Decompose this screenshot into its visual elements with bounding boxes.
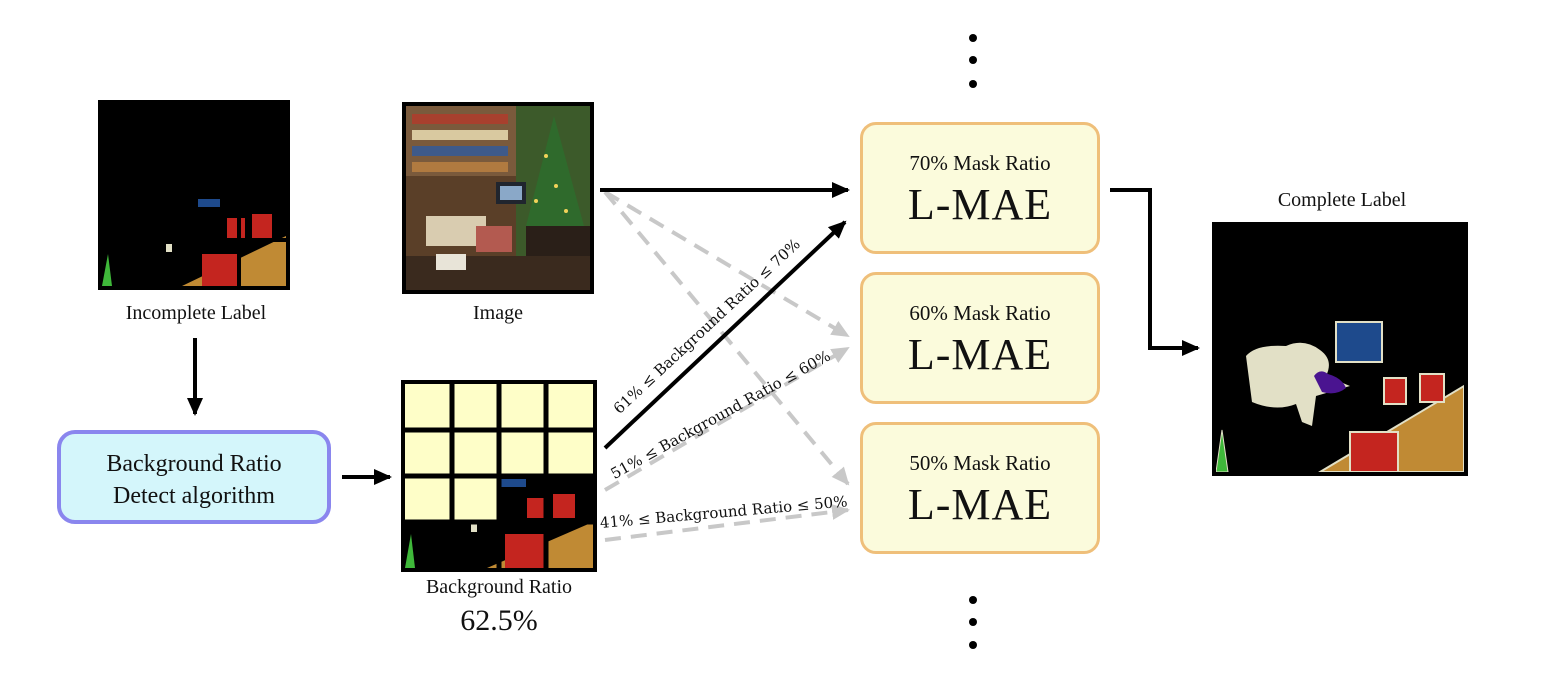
mask-tile <box>546 384 593 430</box>
mae-box-60: 60% Mask Ratio L-MAE <box>860 272 1100 404</box>
dashed-arrow-image-to-60 <box>603 190 850 338</box>
mae-ratio-label: 50% Mask Ratio <box>909 451 1051 475</box>
dashed-arrow-grid-to-60 <box>603 346 850 492</box>
mae-model-name: L-MAE <box>907 180 1053 229</box>
ellipsis-dot-top-1 <box>969 34 977 42</box>
dashed-arrow-grid-to-50 <box>604 504 850 542</box>
input-image <box>402 102 594 294</box>
ellipsis-dot-bottom-2 <box>969 618 977 626</box>
complete-label-map <box>1212 222 1468 476</box>
mask-tile <box>452 384 499 430</box>
arrow-70-to-complete <box>1110 188 1200 356</box>
room-photo-graphic <box>406 106 590 290</box>
mae-box-50: 50% Mask Ratio L-MAE <box>860 422 1100 554</box>
complete-label-caption: Complete Label <box>1277 189 1407 211</box>
background-ratio-caption: Background Ratio <box>425 576 573 598</box>
arrow-grid-to-70 <box>603 220 847 450</box>
dashed-arrows <box>603 190 850 542</box>
masked-label-graphic <box>405 384 593 568</box>
masked-label-grid <box>401 380 597 572</box>
dashed-arrow-image-to-50 <box>603 190 850 486</box>
mask-tile <box>405 384 452 430</box>
ellipsis-dot-top-3 <box>969 80 977 88</box>
background-ratio-value: 62.5% <box>460 604 538 637</box>
ellipsis-dot-top-2 <box>969 56 977 64</box>
incomplete-label-map <box>98 100 290 290</box>
mae-ratio-label: 70% Mask Ratio <box>909 151 1051 175</box>
mask-tile <box>405 476 452 522</box>
mae-model-name: L-MAE <box>907 480 1053 529</box>
background-ratio-detect-box: Background Ratio Detect algorithm <box>57 430 331 524</box>
mask-tile <box>452 476 499 522</box>
incomplete-label-caption: Incomplete Label <box>125 302 267 324</box>
complete-label-graphic <box>1216 226 1464 472</box>
mae-model-name: L-MAE <box>907 330 1053 379</box>
mask-tile <box>499 430 546 476</box>
mask-tile <box>405 430 452 476</box>
mask-tiles <box>405 384 593 522</box>
algorithm-line-1: Background Ratio <box>106 451 282 477</box>
mask-tile <box>499 384 546 430</box>
ellipsis-dot-bottom-3 <box>969 641 977 649</box>
mask-tile <box>452 430 499 476</box>
mask-tile <box>546 430 593 476</box>
image-caption: Image <box>473 302 523 324</box>
incomplete-label-graphic <box>102 104 286 286</box>
ellipsis-dot-bottom-1 <box>969 596 977 604</box>
mae-box-70: 70% Mask Ratio L-MAE <box>860 122 1100 254</box>
algorithm-line-2: Detect algorithm <box>113 483 275 509</box>
mae-ratio-label: 60% Mask Ratio <box>909 301 1051 325</box>
